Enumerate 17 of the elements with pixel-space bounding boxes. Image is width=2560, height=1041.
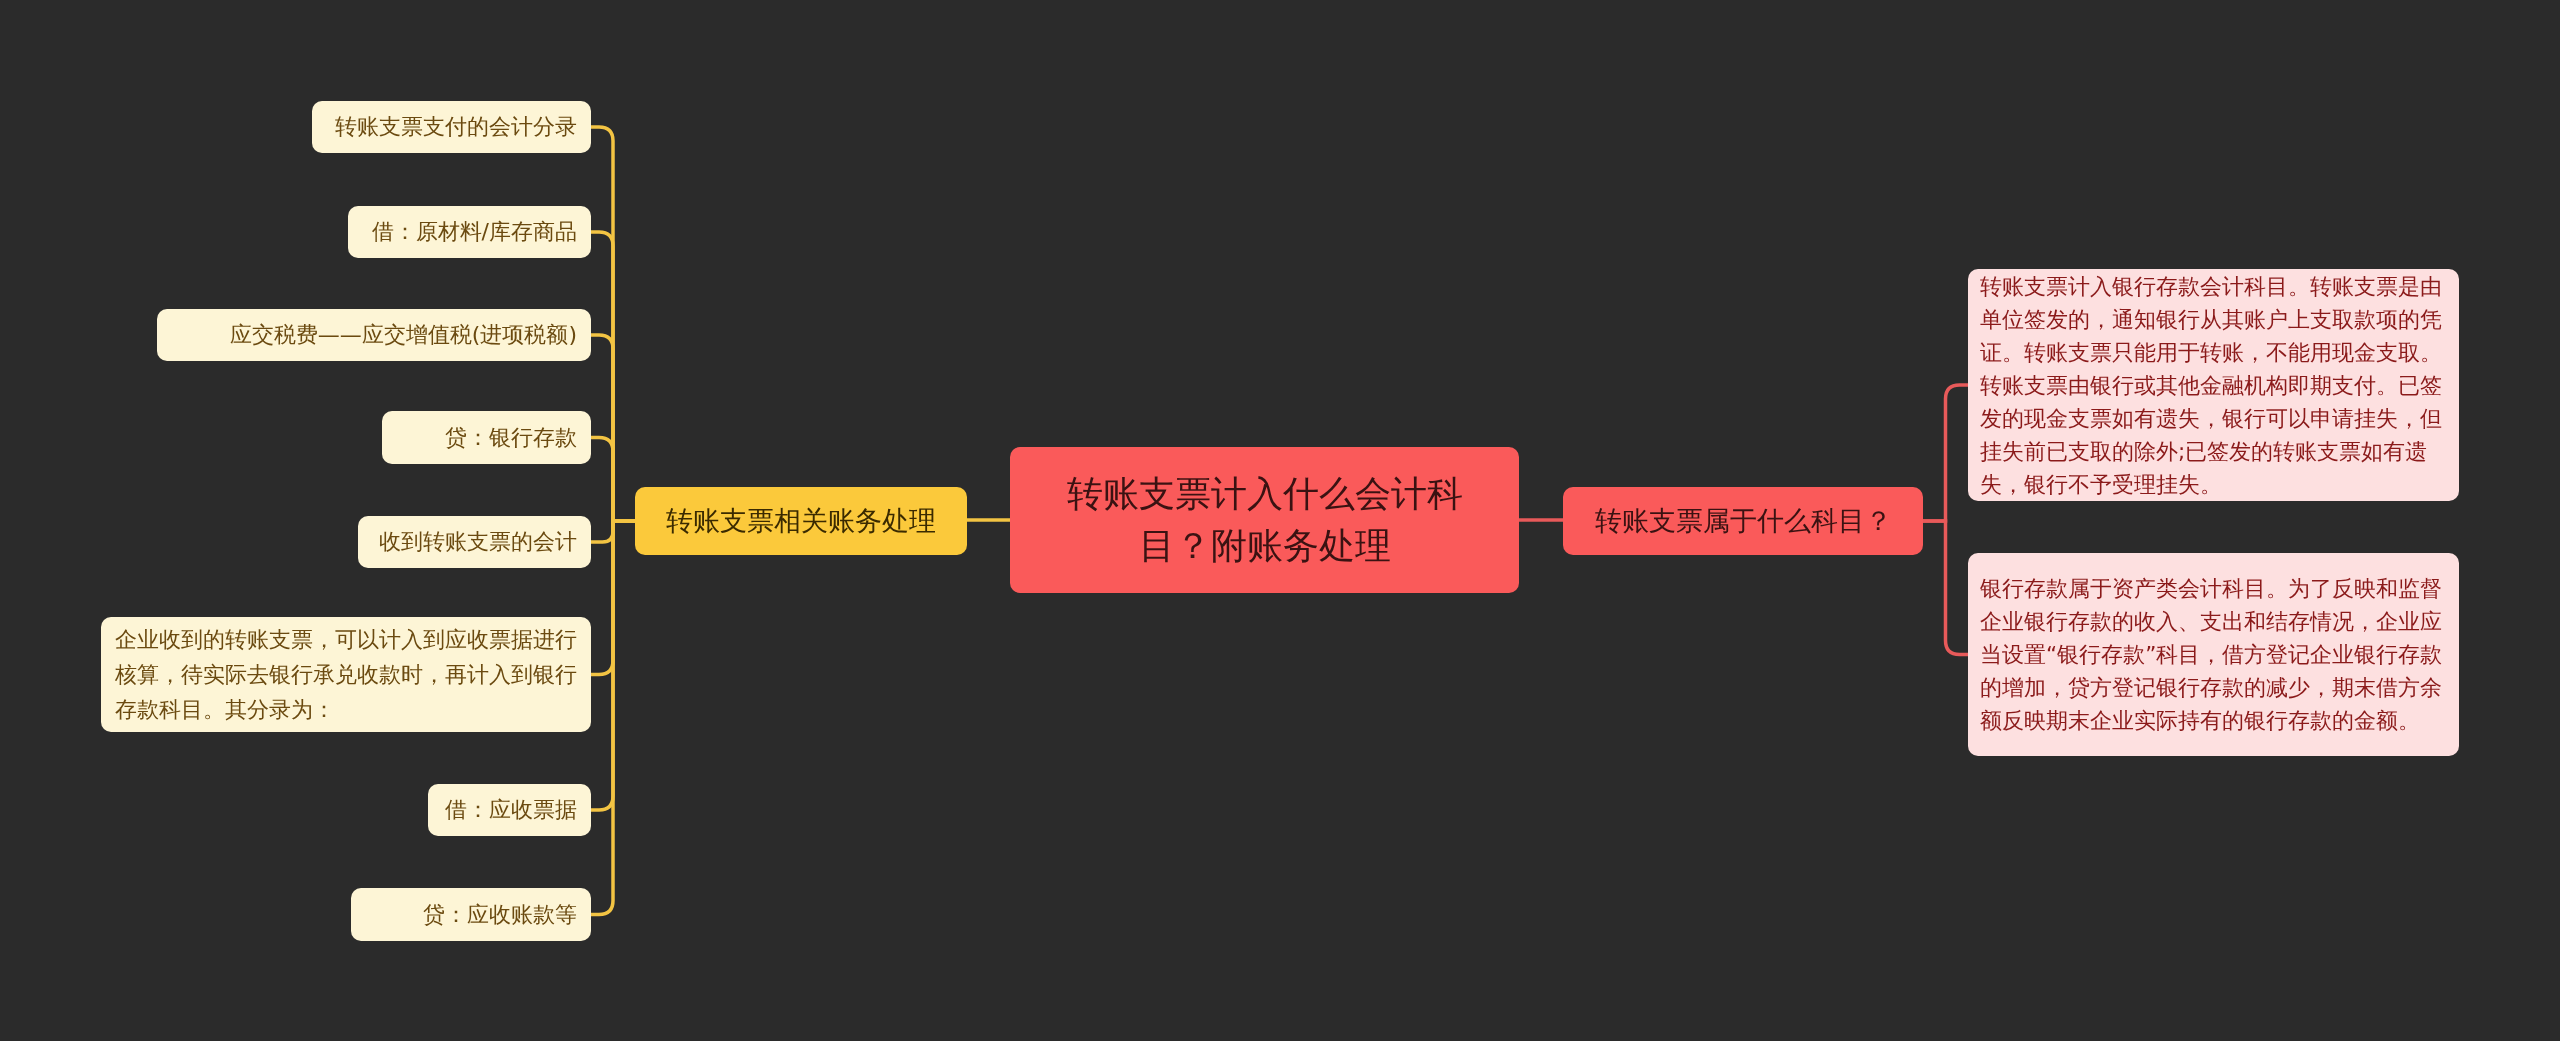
leaf-topic-box: 应交税费——应交增值税(进项税额): [157, 309, 591, 361]
note-box: 转账支票计入银行存款会计科目。转账支票是由单位签发的，通知银行从其账户上支取款项的凭证。转账支票只能用于转账，不能用现金支取。转账支票由银行或其他金融机构即期支付。已签发的现金支票如有遗失，银行可以申请挂失，但挂失前已支取的除外;已签发的转账支票如有遗失，银行不予受理挂失。: [1968, 269, 2459, 501]
leaf-topic-box: 企业收到的转账支票，可以计入到应收票据进行核算，待实际去银行承兑收款时，再计入到银行存款科目。其分录为：: [101, 617, 591, 732]
connector-line: [1923, 519, 1968, 657]
connector-line: [967, 518, 1010, 522]
leaf-topic-box: 贷：银行存款: [382, 411, 591, 464]
leaf-topic-box: 贷：应收账款等: [351, 888, 591, 941]
branch-topic-box: 转账支票属于什么科目？: [1563, 487, 1923, 555]
leaf-topic-box: 收到转账支票的会计: [358, 516, 591, 568]
note-box: 银行存款属于资产类会计科目。为了反映和监督企业银行存款的收入、支出和结存情况，企业应当设置“银行存款”科目，借方登记企业银行存款的增加，贷方登记银行存款的减少，期末借方余额反映期末企业实际持有的银行存款的金额。: [1968, 553, 2459, 756]
leaf-topic-box: 借：应收票据: [428, 784, 591, 836]
branch-topic-box: 转账支票相关账务处理: [635, 487, 967, 555]
connector-line: [591, 519, 635, 917]
central-topic-box: 转账支票计入什么会计科目？附账务处理: [1010, 447, 1519, 593]
connector-line: [1519, 518, 1563, 522]
leaf-topic-box: 转账支票支付的会计分录: [312, 101, 591, 153]
leaf-topic-box: 借：原材料/库存商品: [348, 206, 591, 258]
